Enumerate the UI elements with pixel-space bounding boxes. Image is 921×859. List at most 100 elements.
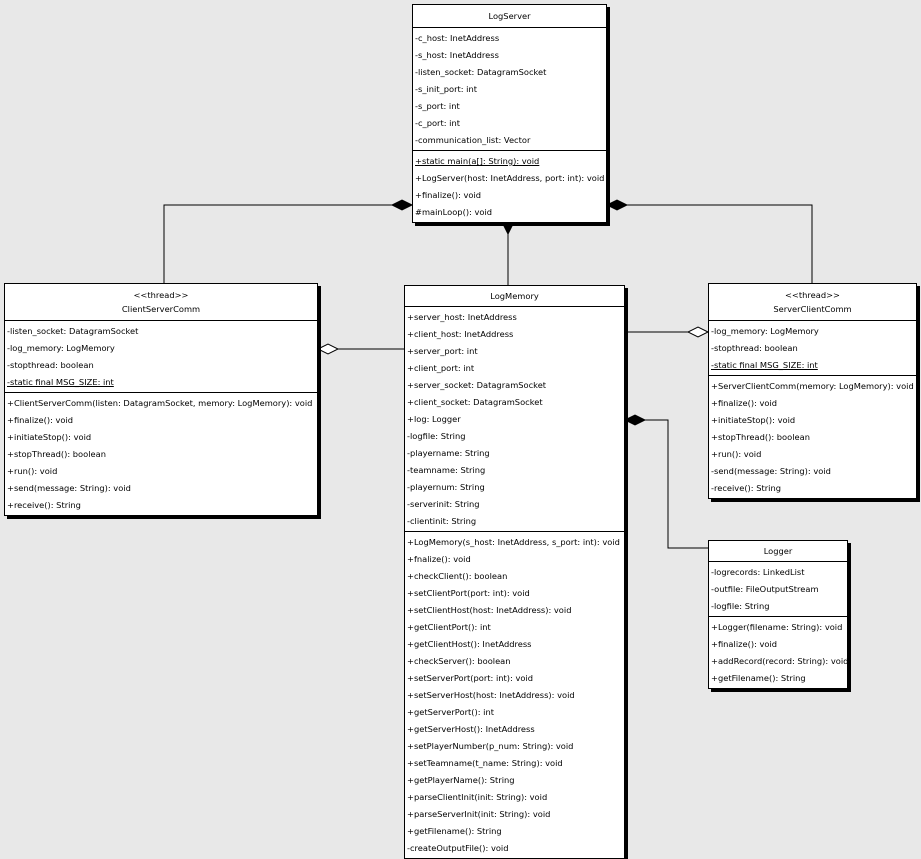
attribute-row: -teamname: String: [407, 465, 486, 475]
composition-logserver-clientservercomm: [163, 204, 392, 283]
operation-row: +run(): void: [7, 466, 58, 476]
operation-row: +send(message: String): void: [7, 483, 131, 493]
operation-row: +addRecord(record: String): void: [711, 656, 847, 666]
attribute-row: -logfile: String: [407, 431, 466, 441]
class-name: ServerClientComm: [773, 304, 852, 314]
composition-logmemory-logger: [645, 419, 708, 549]
class-stereotype: <<thread>>: [133, 290, 189, 300]
class-header: <<thread>> ServerClientComm: [709, 284, 916, 321]
operation-row: +getPlayerName(): String: [407, 775, 515, 785]
class-header: LogMemory: [405, 286, 624, 307]
operation-row: +getClientHost(): InetAddress: [407, 639, 532, 649]
attribute-row: +server_host: InetAddress: [407, 312, 517, 322]
operation-row: +setClientHost(host: InetAddress): void: [407, 605, 572, 615]
attribute-row: -s_init_port: int: [415, 84, 477, 94]
attribute-row: -s_host: InetAddress: [415, 50, 499, 60]
operation-row: +run(): void: [711, 449, 762, 459]
class-clientservercomm[interactable]: <<thread>> ClientServerComm -listen_sock…: [4, 283, 318, 516]
attribute-row: -s_port: int: [415, 101, 460, 111]
class-header: LogServer: [413, 5, 606, 28]
operation-row: -send(message: String): void: [711, 466, 831, 476]
class-name: LogServer: [488, 11, 531, 21]
class-header: <<thread>> ClientServerComm: [5, 284, 317, 321]
attribute-row: -static final MSG_SIZE: int: [711, 360, 818, 370]
operation-row: +ClientServerComm(listen: DatagramSocket…: [7, 398, 313, 408]
operation-compartment: +Logger(filename: String): void +finalize…: [709, 617, 847, 688]
operation-row: +static main(a[]: String): void: [415, 156, 540, 166]
operation-row: +ServerClientComm(memory: LogMemory): vo…: [711, 381, 914, 391]
operation-row: +getFilename(): String: [711, 673, 806, 683]
class-name: LogMemory: [490, 291, 539, 301]
operation-row: +receive(): String: [7, 500, 81, 510]
class-logger[interactable]: Logger -logrecords: LinkedList -outfile: …: [708, 540, 848, 689]
operation-row: +fnalize(): void: [407, 554, 471, 564]
attribute-row: -listen_socket: DatagramSocket: [7, 326, 139, 336]
attribute-row: +server_port: int: [407, 346, 478, 356]
attribute-row: -clientinit: String: [407, 516, 477, 526]
attribute-row: -log_memory: LogMemory: [7, 343, 115, 353]
attribute-row: +log: Logger: [407, 414, 461, 424]
operation-row: +parseClientInit(init: String): void: [407, 792, 548, 802]
operation-row: +LogMemory(s_host: InetAddress, s_port: …: [407, 537, 620, 547]
attribute-compartment: +server_host: InetAddress +client_host: I…: [405, 307, 624, 532]
attribute-row: -c_host: InetAddress: [415, 33, 500, 43]
operation-row: +finalize(): void: [7, 415, 74, 425]
operation-row: +stopThread(): boolean: [711, 432, 810, 442]
class-header: Logger: [709, 541, 847, 562]
composition-diamond-left: [390, 199, 414, 211]
operation-compartment: +ServerClientComm(memory: LogMemory): vo…: [709, 376, 916, 498]
operation-row: +setServerHost(host: InetAddress): void: [407, 690, 575, 700]
aggregation-diamond-left: [316, 343, 340, 355]
class-logmemory[interactable]: LogMemory +server_host: InetAddress +clie…: [404, 285, 625, 859]
attribute-compartment: -logrecords: LinkedList -outfile: FileOut…: [709, 562, 847, 617]
attribute-row: -log_memory: LogMemory: [711, 326, 819, 336]
class-name: Logger: [763, 546, 793, 556]
attribute-row: -communication_list: Vector: [415, 135, 531, 145]
operation-row: +Logger(filename: String): void: [711, 622, 843, 632]
attribute-row: -c_port: int: [415, 118, 460, 128]
attribute-row: -playernum: String: [407, 482, 485, 492]
attribute-row: -logfile: String: [711, 601, 770, 611]
operation-row: +checkServer(): boolean: [407, 656, 511, 666]
operation-row: +getServerHost(): InetAddress: [407, 724, 535, 734]
operation-row: +setPlayerNumber(p_num: String): void: [407, 741, 574, 751]
operation-row: -receive(): String: [711, 483, 781, 493]
operation-row: +checkClient(): boolean: [407, 571, 508, 581]
class-serverclientcomm[interactable]: <<thread>> ServerClientComm -log_memory:…: [708, 283, 917, 499]
composition-diamond-right: [605, 199, 629, 211]
operation-row: +setServerPort(port: int): void: [407, 673, 534, 683]
composition-logserver-serverclientcomm: [627, 204, 813, 283]
aggregation-diamond-right: [686, 326, 710, 338]
attribute-compartment: -c_host: InetAddress -s_host: InetAddress…: [413, 28, 606, 151]
attribute-row: -listen_socket: DatagramSocket: [415, 67, 547, 77]
class-logserver[interactable]: LogServer -c_host: InetAddress -s_host: I…: [412, 4, 607, 223]
attribute-row: -logrecords: LinkedList: [711, 567, 805, 577]
class-name: ClientServerComm: [121, 304, 201, 314]
attribute-row: +client_host: InetAddress: [407, 329, 514, 339]
attribute-row: -stopthread: boolean: [711, 343, 798, 353]
operation-row: +initiateStop(): void: [711, 415, 796, 425]
operation-row: -createOutputFile(): void: [407, 843, 509, 853]
operation-row: +parseServerInit(init: String): void: [407, 809, 551, 819]
operation-row: +finalize(): void: [711, 639, 778, 649]
operation-row: +setClientPort(port: int): void: [407, 588, 530, 598]
class-stereotype: <<thread>>: [784, 290, 840, 300]
operation-row: +LogServer(host: InetAddress, port: int)…: [415, 173, 605, 183]
operation-row: +setTeamname(t_name: String): void: [407, 758, 563, 768]
attribute-row: -static final MSG_SIZE: int: [7, 377, 114, 387]
attribute-row: -playername: String: [407, 448, 490, 458]
attribute-compartment: -log_memory: LogMemory -stopthread: boole…: [709, 321, 916, 376]
attribute-row: -outfile: FileOutputStream: [711, 584, 819, 594]
attribute-row: -stopthread: boolean: [7, 360, 94, 370]
operation-row: +finalize(): void: [415, 190, 482, 200]
attribute-row: +server_socket: DatagramSocket: [407, 380, 547, 390]
attribute-row: -serverinit: String: [407, 499, 480, 509]
operation-row: +initiateStop(): void: [7, 432, 92, 442]
operation-row: +getServerPort(): int: [407, 707, 494, 717]
operation-row: +finalize(): void: [711, 398, 778, 408]
operation-row: +getClientPort(): int: [407, 622, 491, 632]
attribute-row: +client_socket: DatagramSocket: [407, 397, 543, 407]
attribute-compartment: -listen_socket: DatagramSocket -log_memor…: [5, 321, 317, 393]
operation-compartment: +ClientServerComm(listen: DatagramSocket…: [5, 393, 317, 515]
operation-compartment: +static main(a[]: String): void +LogServe…: [413, 151, 606, 222]
